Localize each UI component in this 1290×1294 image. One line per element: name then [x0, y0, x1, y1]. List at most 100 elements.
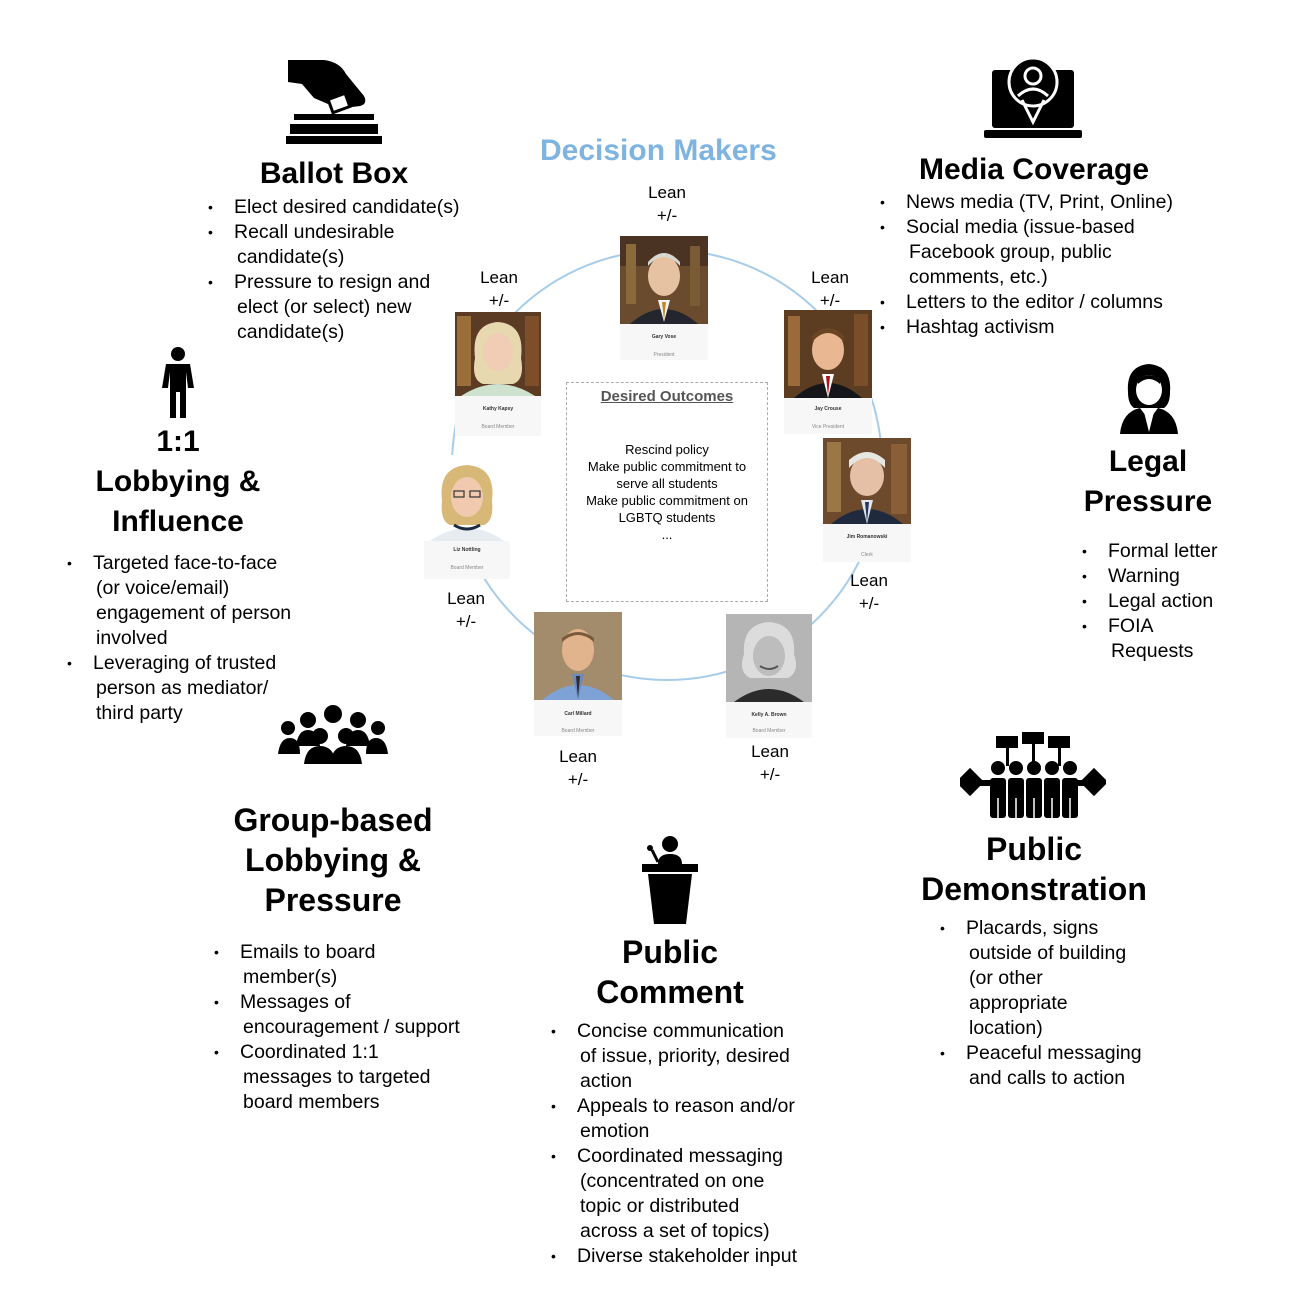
- item-text: FOIA: [1108, 615, 1154, 637]
- item-text: Social media (issue-based: [906, 216, 1135, 238]
- item-text: location): [969, 1017, 1043, 1039]
- list-item: •Diverse stakeholder input: [551, 1244, 797, 1269]
- item-text: Hashtag activism: [906, 316, 1055, 338]
- lean-text: Lean: [447, 589, 485, 608]
- lean-range: +/-: [455, 612, 477, 631]
- board-member-photo: Jim Romanowski Clerk: [823, 438, 911, 562]
- media-coverage-title: Media Coverage: [918, 153, 1150, 186]
- outcome-line: Rescind policy: [625, 442, 709, 457]
- lean-range: +/-: [759, 765, 781, 784]
- item-text: encouragement / support: [243, 1016, 460, 1038]
- lean-label: Lean+/-: [839, 569, 899, 615]
- desired-outcomes-title: Desired Outcomes: [600, 388, 734, 405]
- item-text: member(s): [243, 966, 338, 988]
- member-role: Board Member: [481, 424, 515, 430]
- item-text: person as mediator/: [96, 677, 269, 699]
- list-item: •Appeals to reason and/or: [551, 1094, 797, 1119]
- item-text: Targeted face-to-face: [93, 552, 278, 574]
- bullet: •: [940, 920, 945, 936]
- lean-text: Lean: [850, 571, 888, 590]
- desired-outcomes-box: Desired Outcomes Rescind policy Make pub…: [566, 382, 768, 602]
- item-text: Placards, signs: [966, 917, 1099, 939]
- lean-text: Lean: [559, 747, 597, 766]
- list-item: of issue, priority, desired: [551, 1044, 797, 1069]
- list-item: (concentrated on one: [551, 1169, 797, 1194]
- member-role: Board Member: [561, 728, 595, 734]
- comment-title-line: Comment: [596, 974, 744, 1010]
- bullet: •: [1082, 618, 1087, 634]
- public-comment-list: •Concise communication of issue, priorit…: [551, 1019, 797, 1269]
- item-text: (or other: [969, 967, 1043, 989]
- lobbying-list: •Targeted face-to-face (or voice/email) …: [67, 551, 291, 726]
- bullet: •: [1082, 568, 1087, 584]
- list-item: person as mediator/: [67, 676, 291, 701]
- lobbying-title-line: Lobbying &: [95, 465, 261, 498]
- lean-range: +/-: [488, 291, 510, 310]
- list-item: •Legal action: [1082, 589, 1217, 614]
- item-text: Warning: [1108, 565, 1180, 587]
- item-text: of issue, priority, desired: [580, 1045, 790, 1067]
- list-item: topic or distributed: [551, 1194, 797, 1219]
- demo-title-line: Public: [985, 831, 1082, 867]
- item-text: Pressure to resign and: [234, 271, 431, 293]
- member-name: Carl Millard: [564, 711, 592, 717]
- list-item: •Concise communication: [551, 1019, 797, 1044]
- lobbying-title-line: 1:1: [156, 425, 200, 458]
- legal-pressure-list: •Formal letter •Warning •Legal action •F…: [1082, 539, 1217, 664]
- portrait-image: [534, 612, 622, 700]
- item-text: candidate(s): [237, 321, 345, 343]
- item-text: comments, etc.): [909, 266, 1048, 288]
- member-role: Vice President: [811, 424, 845, 430]
- lean-text: Lean: [751, 742, 789, 761]
- portrait-image: [784, 310, 872, 398]
- legal-title-line: Legal: [1108, 445, 1188, 478]
- board-member-photo: Gary Vose President: [620, 236, 708, 360]
- public-demonstration-list: • Placards, signs outside of building (or…: [940, 916, 1142, 1091]
- item-text: action: [580, 1070, 633, 1092]
- item-text: Messages of: [240, 991, 351, 1013]
- list-item: across a set of topics): [551, 1219, 797, 1244]
- list-item: • Coordinated 1:1: [214, 1040, 460, 1065]
- lean-range: +/-: [656, 206, 678, 225]
- portrait-image: [620, 236, 708, 324]
- list-item: • Emails to board: [214, 940, 460, 965]
- item-text: elect (or select) new: [237, 296, 412, 318]
- outcome-line: serve all students: [616, 476, 718, 491]
- item-text: (concentrated on one: [580, 1170, 765, 1192]
- group-icon: [278, 705, 388, 764]
- member-role: President: [653, 352, 675, 358]
- group-lobbying-title: Group-based Lobbying & Pressure: [222, 800, 444, 920]
- item-text: board members: [243, 1091, 380, 1113]
- bullet: •: [214, 944, 219, 960]
- list-item: elect (or select) new: [208, 295, 459, 320]
- outcome-line: Make public commitment to: [587, 459, 747, 474]
- bullet: •: [940, 1045, 945, 1061]
- public-comment-title: Public Comment: [580, 932, 760, 1012]
- list-item: messages to targeted: [214, 1065, 460, 1090]
- member-role: Clerk: [861, 552, 873, 558]
- member-name: Gary Vose: [651, 334, 677, 340]
- item-text: Coordinated 1:1: [240, 1041, 379, 1063]
- list-item: Facebook group, public: [880, 240, 1173, 265]
- item-text: Requests: [1111, 640, 1194, 662]
- list-item: Requests: [1082, 639, 1217, 664]
- lean-text: Lean: [480, 268, 518, 287]
- item-text: messages to targeted: [243, 1066, 431, 1088]
- bullet: •: [551, 1148, 556, 1164]
- bullet: •: [214, 1044, 219, 1060]
- item-text: Letters to the editor / columns: [906, 291, 1163, 313]
- outcome-line: ...: [661, 527, 673, 542]
- bullet: •: [67, 555, 72, 571]
- person-icon: [162, 347, 194, 418]
- bullet: •: [551, 1248, 556, 1264]
- item-text: Emails to board: [240, 941, 376, 963]
- list-item: outside of building: [940, 941, 1142, 966]
- item-text: third party: [96, 702, 183, 724]
- portrait-image: [424, 455, 510, 541]
- laptop-person-icon: [984, 56, 1082, 138]
- list-item: (or other: [940, 966, 1142, 991]
- item-text: emotion: [580, 1120, 650, 1142]
- decision-makers-title: Decision Makers: [540, 134, 777, 167]
- list-item: •Hashtag activism: [880, 315, 1173, 340]
- lean-label: Lean +/-: [740, 740, 800, 786]
